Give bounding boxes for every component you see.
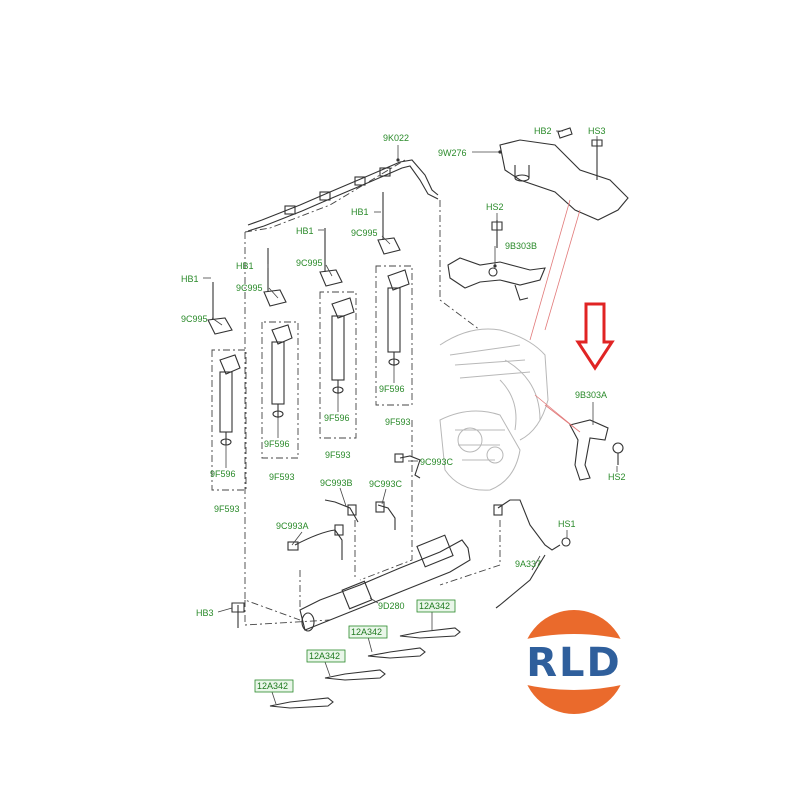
label-9f593-b: 9F593 — [269, 472, 295, 482]
injector-4 — [377, 192, 410, 366]
label-9f593-c: 9F593 — [325, 450, 351, 460]
label-12a342-c: 12A342 — [309, 651, 340, 661]
label-hb1-d: HB1 — [351, 207, 369, 217]
bracket-9b303a — [569, 419, 624, 481]
down-arrow-icon — [575, 302, 615, 371]
label-9b303a: 9B303A — [575, 390, 607, 400]
label-9f593-d: 9F593 — [385, 417, 411, 427]
label-hb2: HB2 — [534, 126, 552, 136]
label-9f593-a: 9F593 — [214, 504, 240, 514]
logo-text: RLD — [526, 640, 622, 686]
label-9f596-a: 9F596 — [210, 469, 236, 479]
label-hb1-b: HB1 — [236, 261, 254, 271]
label-12a342-b: 12A342 — [351, 627, 382, 637]
label-9c993a: 9C993A — [276, 521, 309, 531]
rld-logo: RLD — [522, 610, 626, 714]
label-hb1-a: HB1 — [181, 274, 199, 284]
label-12a342-d: 12A342 — [257, 681, 288, 691]
label-9d280: 9D280 — [378, 601, 405, 611]
label-9f596-b: 9F596 — [264, 439, 290, 449]
glow-plugs — [269, 627, 461, 709]
label-9k022: 9K022 — [383, 133, 409, 143]
injector-1 — [207, 282, 241, 446]
label-9w276: 9W276 — [438, 148, 467, 158]
heat-shield — [499, 127, 629, 221]
label-hb1-c: HB1 — [296, 226, 314, 236]
label-9a337: 9A337 — [515, 559, 541, 569]
injector-3 — [319, 228, 355, 394]
label-hs3: HS3 — [588, 126, 606, 136]
label-hs2-right: HS2 — [608, 472, 626, 482]
leader-lines — [203, 130, 618, 705]
injector-2 — [263, 248, 293, 418]
label-9c995-c: 9C995 — [296, 258, 323, 268]
label-9c993b: 9C993B — [320, 478, 353, 488]
label-hb3: HB3 — [196, 608, 214, 618]
label-9c995-b: 9C995 — [236, 283, 263, 293]
fuel-rail-top — [247, 159, 439, 232]
part-labels: 9K022 9W276 HB2 HS3 HS2 9B303B HB1 9C995… — [181, 126, 626, 618]
boxed-labels: 12A342 12A342 12A342 12A342 — [254, 599, 456, 693]
label-hs1: HS1 — [558, 519, 576, 529]
label-hs2-top: HS2 — [486, 202, 504, 212]
label-9c995-a: 9C995 — [181, 314, 208, 324]
common-rail — [231, 534, 471, 632]
label-12a342-a: 12A342 — [419, 601, 450, 611]
engine-ghost — [439, 328, 549, 491]
label-9c993c-b: 9C993C — [369, 479, 403, 489]
label-9c993c-a: 9C993C — [420, 457, 454, 467]
guide-lines — [529, 199, 581, 433]
label-9c995-d: 9C995 — [351, 228, 378, 238]
label-9f596-c: 9F596 — [324, 413, 350, 423]
bracket-9b303b — [447, 220, 546, 301]
label-9f596-d: 9F596 — [379, 384, 405, 394]
pressure-pipes — [287, 453, 571, 609]
label-9b303b: 9B303B — [505, 241, 537, 251]
assembly-outline — [211, 159, 501, 626]
